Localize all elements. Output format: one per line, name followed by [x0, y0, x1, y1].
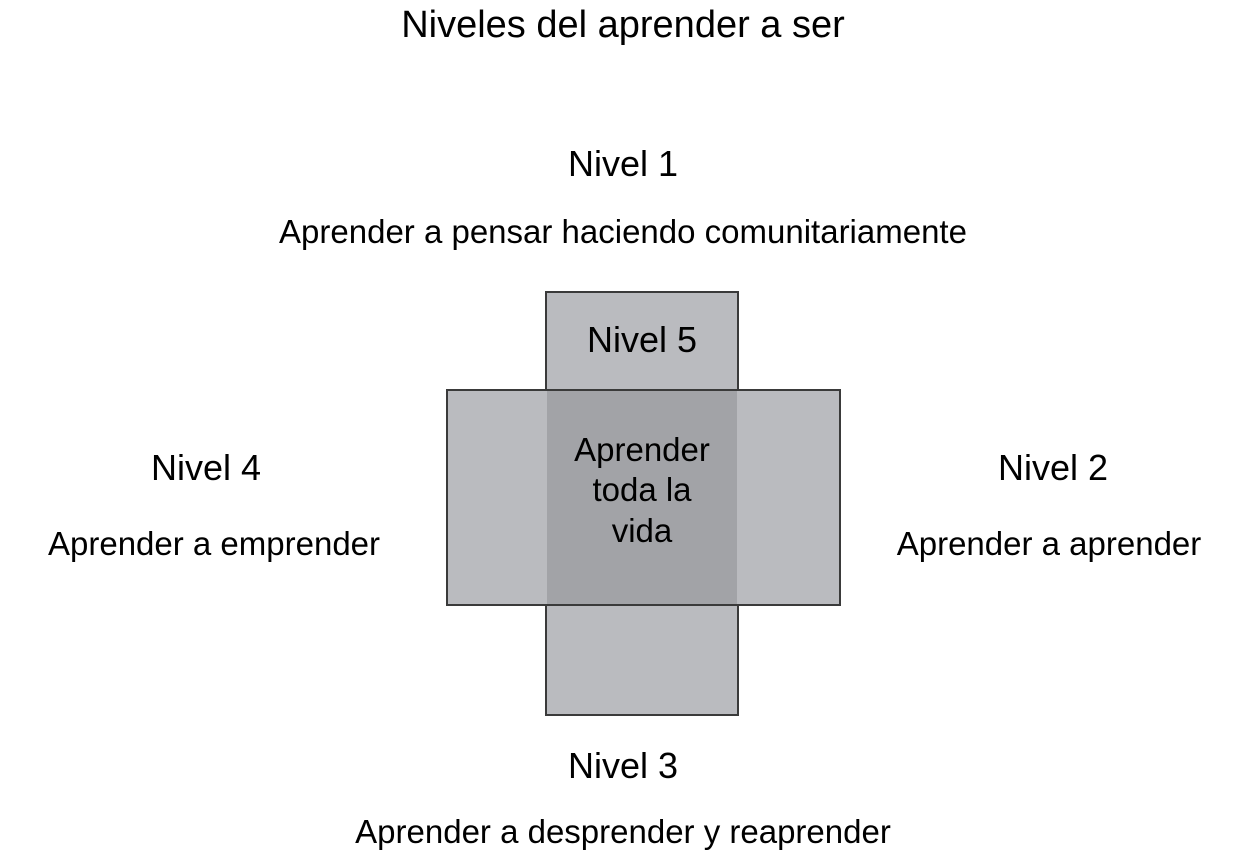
level-2-label: Nivel 2: [997, 447, 1109, 488]
center-text-block: Aprender toda la vida: [547, 430, 737, 551]
level-4-description: Aprender a emprender: [47, 525, 381, 562]
level-4-label: Nivel 4: [150, 447, 262, 488]
level-5-label: Nivel 5: [586, 319, 698, 360]
level-3-description: Aprender a desprender y reaprender: [355, 813, 891, 850]
diagram-title: Niveles del aprender a ser: [401, 4, 845, 46]
level-1-description: Aprender a pensar haciendo comunitariame…: [279, 213, 967, 250]
rectangle-overlap-region: [547, 391, 737, 604]
level-2-description: Aprender a aprender: [896, 525, 1202, 562]
level-3-label: Nivel 3: [567, 745, 679, 786]
center-text-line-2: toda la: [592, 471, 692, 509]
center-text-line-3: vida: [611, 511, 673, 549]
center-text-line-1: Aprender: [574, 431, 710, 468]
level-1-label: Nivel 1: [567, 143, 679, 184]
